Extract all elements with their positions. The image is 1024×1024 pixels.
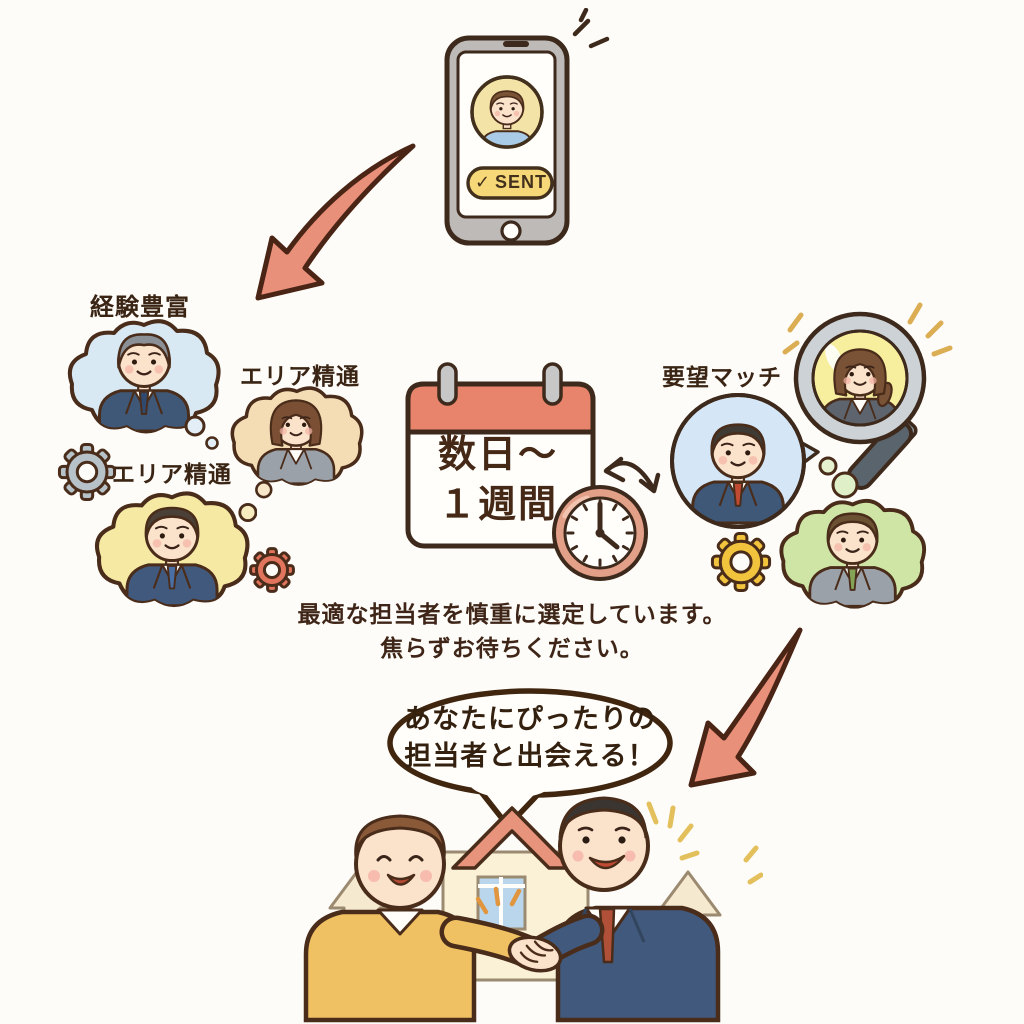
magnifier-icon	[782, 302, 953, 490]
selection-message-line2: 焦らずお待ちください。	[380, 635, 644, 661]
thought-dot	[184, 415, 206, 437]
calendar-duration-line1: 数日〜	[437, 434, 558, 476]
gear-icon	[249, 547, 295, 593]
sparkle-icon	[782, 302, 953, 357]
agent-head	[558, 796, 650, 892]
speech-bubble	[387, 688, 673, 829]
sent-badge	[466, 166, 554, 200]
curved-arrow-down-left-icon	[255, 143, 416, 301]
handshake-scene	[303, 796, 763, 1023]
speech-bubble-text: あなたにぴったりの 担当者と出会える！	[385, 701, 675, 775]
sent-badge-text: ✓ SENT	[462, 167, 560, 197]
gear-icon	[710, 531, 772, 593]
sparkle-icon	[646, 801, 763, 885]
calendar-ring	[542, 362, 563, 406]
gear-icon	[57, 442, 117, 502]
thought-bubble-green-man	[779, 456, 926, 609]
thought-bubble-experienced-agent	[67, 319, 221, 450]
selection-message: 最適な担当者を慎重に選定しています。 焦らずお待ちください。	[212, 597, 812, 665]
speech-circle-match-agent	[670, 393, 820, 529]
thought-bubble-area-woman	[230, 386, 364, 499]
curved-arrow-down-left-icon	[688, 627, 803, 788]
clock-icon	[552, 456, 661, 581]
calendar-ring	[437, 362, 458, 406]
label-request-match: 要望マッチ	[662, 364, 782, 390]
label-area-expert-top: エリア精通	[240, 363, 360, 389]
label-area-expert-bottom: エリア精通	[112, 461, 232, 487]
thought-dot	[255, 481, 273, 499]
hair	[558, 796, 648, 839]
calendar-duration-text: 数日〜 １週間	[400, 430, 596, 530]
selection-message-line1: 最適な担当者を慎重に選定しています。	[297, 601, 727, 627]
customer-head	[354, 814, 446, 910]
label-experienced: 経験豊富	[90, 294, 190, 321]
speech-bubble-line2: 担当者と出会える！	[404, 741, 656, 771]
check-icon: ✓	[474, 171, 492, 192]
calendar-icon	[405, 362, 596, 549]
calendar-duration-line2: １週間	[437, 484, 558, 526]
necktie	[598, 907, 616, 964]
sparkle-icon	[475, 886, 522, 915]
home-button	[500, 220, 522, 242]
sparkle-icon	[572, 8, 610, 49]
time-cycle-arrow-icon	[603, 456, 661, 494]
hair	[354, 814, 446, 859]
calendar-header	[405, 381, 596, 435]
handshake-hands	[507, 935, 563, 973]
thought-dot	[831, 471, 859, 499]
phone-icon	[444, 8, 610, 246]
sent-label: SENT	[495, 171, 548, 192]
speech-bubble-line1: あなたにぴったりの	[404, 704, 656, 734]
thought-bubble-area-man	[94, 491, 257, 608]
clock-ticks	[566, 499, 634, 567]
thought-dot	[818, 456, 838, 476]
thought-dot	[238, 502, 257, 523]
thought-dot	[205, 436, 219, 450]
phone-speaker	[503, 41, 529, 47]
